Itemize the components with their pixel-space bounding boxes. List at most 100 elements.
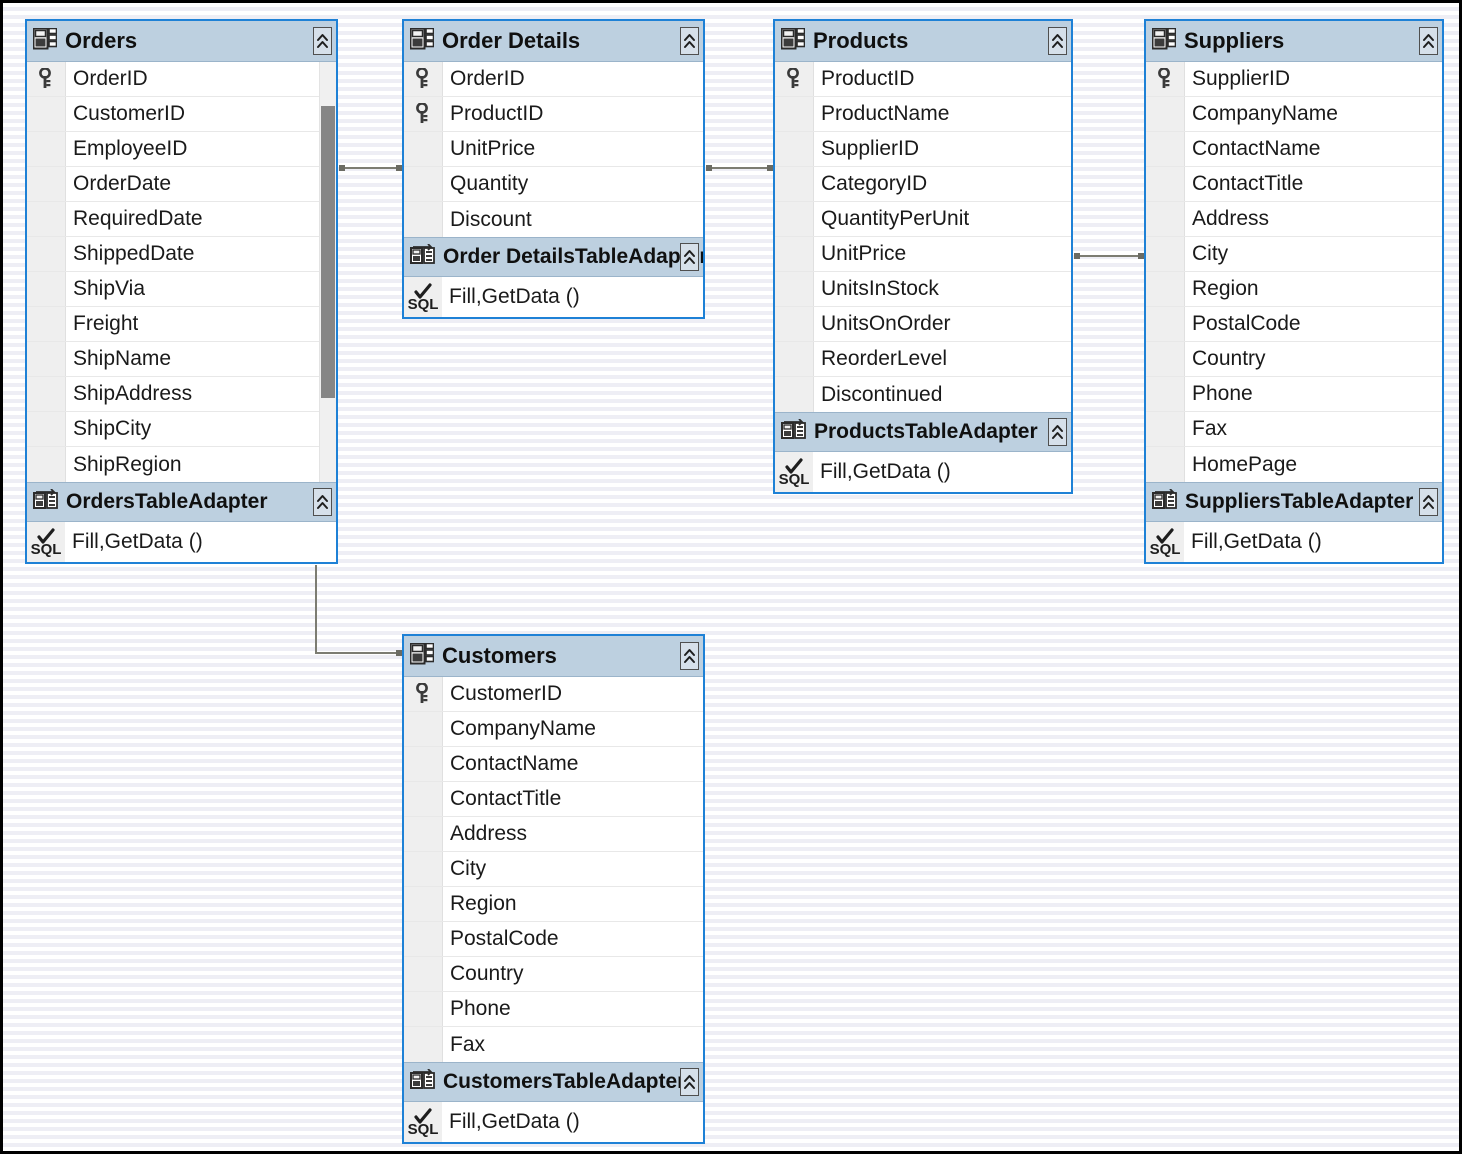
- column-row[interactable]: ContactName: [404, 747, 703, 782]
- relation-products-suppliers[interactable]: [1068, 253, 1150, 259]
- relation-orders-order-details[interactable]: [333, 165, 408, 171]
- vertical-scrollbar[interactable]: [319, 62, 336, 482]
- column-row[interactable]: ProductID: [404, 97, 703, 132]
- column-row[interactable]: SupplierID: [775, 132, 1071, 167]
- column-row[interactable]: PostalCode: [404, 922, 703, 957]
- column-row[interactable]: ContactTitle: [404, 782, 703, 817]
- table-title-bar-orders[interactable]: Orders: [27, 21, 336, 62]
- collapse-chevron-icon[interactable]: [313, 27, 332, 55]
- column-row[interactable]: Quantity: [404, 167, 703, 202]
- column-row[interactable]: Address: [1146, 202, 1442, 237]
- collapse-chevron-icon[interactable]: [313, 488, 332, 516]
- collapse-chevron-icon[interactable]: [680, 27, 699, 55]
- collapse-chevron-icon[interactable]: [1419, 27, 1438, 55]
- table-title-bar-products[interactable]: Products: [775, 21, 1071, 62]
- collapse-chevron-icon[interactable]: [1048, 27, 1067, 55]
- column-row[interactable]: OrderID: [27, 62, 336, 97]
- column-row[interactable]: ShipCity: [27, 412, 336, 447]
- column-row[interactable]: ShipVia: [27, 272, 336, 307]
- column-row[interactable]: Fax: [404, 1027, 703, 1062]
- column-row[interactable]: ContactName: [1146, 132, 1442, 167]
- column-row[interactable]: Country: [1146, 342, 1442, 377]
- column-row[interactable]: Address: [404, 817, 703, 852]
- column-row[interactable]: Region: [1146, 272, 1442, 307]
- column-row[interactable]: UnitPrice: [775, 237, 1071, 272]
- table-adapter-bar-customers[interactable]: CustomersTableAdapter: [404, 1062, 703, 1102]
- column-row[interactable]: RequiredDate: [27, 202, 336, 237]
- column-name-label: City: [450, 857, 487, 880]
- table-adapter-bar-products[interactable]: ProductsTableAdapter: [775, 412, 1071, 452]
- table-adapter-icon: [781, 417, 806, 446]
- column-row[interactable]: Phone: [404, 992, 703, 1027]
- table-title-bar-suppliers[interactable]: Suppliers: [1146, 21, 1442, 62]
- table-adapter-bar-orders[interactable]: OrdersTableAdapter: [27, 482, 336, 522]
- column-row[interactable]: UnitsInStock: [775, 272, 1071, 307]
- column-row[interactable]: City: [404, 852, 703, 887]
- column-row[interactable]: UnitsOnOrder: [775, 307, 1071, 342]
- column-row[interactable]: ShipName: [27, 342, 336, 377]
- collapse-chevron-icon[interactable]: [680, 642, 699, 670]
- table-icon: [1151, 27, 1177, 49]
- column-row[interactable]: ShippedDate: [27, 237, 336, 272]
- column-name-label: ShipName: [73, 347, 172, 370]
- column-row[interactable]: Discount: [404, 202, 703, 237]
- column-row[interactable]: EmployeeID: [27, 132, 336, 167]
- column-row[interactable]: ProductName: [775, 97, 1071, 132]
- collapse-chevron-icon[interactable]: [680, 243, 699, 271]
- column-row[interactable]: ShipAddress: [27, 377, 336, 412]
- column-row[interactable]: OrderID: [404, 62, 703, 97]
- column-row[interactable]: ReorderLevel: [775, 342, 1071, 377]
- table-adapter-bar-order-details[interactable]: Order DetailsTableAdapter: [404, 237, 703, 277]
- collapse-chevron-icon[interactable]: [1419, 488, 1438, 516]
- table-title-bar-customers[interactable]: Customers: [404, 636, 703, 677]
- column-row[interactable]: ProductID: [775, 62, 1071, 97]
- column-row[interactable]: Freight: [27, 307, 336, 342]
- column-row[interactable]: SupplierID: [1146, 62, 1442, 97]
- column-name-label: ContactName: [450, 752, 579, 775]
- column-row[interactable]: Fax: [1146, 412, 1442, 447]
- column-row[interactable]: Region: [404, 887, 703, 922]
- table-icon: [32, 27, 58, 55]
- relation-orders-customers[interactable]: [313, 552, 408, 656]
- column-row[interactable]: CompanyName: [1146, 97, 1442, 132]
- column-gutter: [404, 132, 443, 166]
- column-row[interactable]: City: [1146, 237, 1442, 272]
- column-gutter: [27, 342, 66, 376]
- column-row[interactable]: Country: [404, 957, 703, 992]
- adapter-query-label: Fill,GetData (): [449, 285, 580, 308]
- column-row[interactable]: HomePage: [1146, 447, 1442, 482]
- column-name-label: UnitsOnOrder: [821, 312, 951, 335]
- column-row[interactable]: CategoryID: [775, 167, 1071, 202]
- column-row[interactable]: CustomerID: [404, 677, 703, 712]
- column-row[interactable]: CompanyName: [404, 712, 703, 747]
- collapse-chevron-icon[interactable]: [1048, 418, 1067, 446]
- column-row[interactable]: QuantityPerUnit: [775, 202, 1071, 237]
- relation-order-details-products[interactable]: [700, 165, 779, 171]
- primary-key-icon: [1158, 68, 1170, 88]
- column-row[interactable]: ContactTitle: [1146, 167, 1442, 202]
- column-row[interactable]: OrderDate: [27, 167, 336, 202]
- collapse-chevron-icon: [684, 250, 695, 264]
- scrollbar-thumb[interactable]: [321, 106, 335, 398]
- column-row[interactable]: UnitPrice: [404, 132, 703, 167]
- column-row[interactable]: Phone: [1146, 377, 1442, 412]
- column-row[interactable]: CustomerID: [27, 97, 336, 132]
- column-row[interactable]: Discontinued: [775, 377, 1071, 412]
- column-row[interactable]: PostalCode: [1146, 307, 1442, 342]
- column-row[interactable]: ShipRegion: [27, 447, 336, 482]
- table-adapter-bar-suppliers[interactable]: SuppliersTableAdapter: [1146, 482, 1442, 522]
- table-title-bar-order-details[interactable]: Order Details: [404, 21, 703, 62]
- collapse-chevron-icon[interactable]: [680, 1068, 699, 1096]
